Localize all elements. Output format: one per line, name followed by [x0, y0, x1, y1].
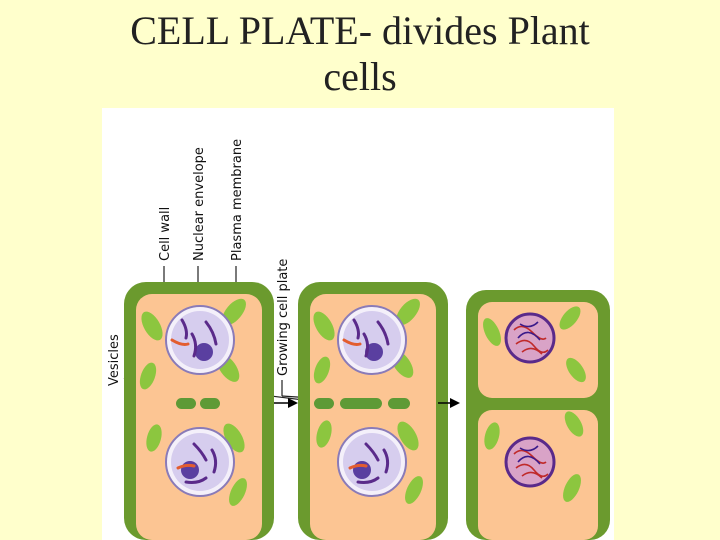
arrow-1	[274, 398, 298, 408]
cell-plate-diagram: Cell wall Nuclear envelope Plasma membra…	[107, 139, 610, 540]
chloroplasts	[483, 306, 586, 502]
label-plasma-membrane: Plasma membrane	[230, 139, 245, 261]
arrow-2	[438, 398, 460, 408]
slide-title: CELL PLATE- divides Plant cells	[0, 8, 720, 100]
title-line-2: cells	[323, 54, 397, 99]
nucleolus	[365, 343, 383, 361]
label-vesicles: Vesicles	[107, 334, 122, 386]
vesicle	[176, 398, 196, 409]
vesicle	[314, 398, 334, 409]
cell-stage-3	[466, 290, 610, 540]
label-nuclear-envelope: Nuclear envelope	[192, 147, 207, 261]
diagram-panel: Cell wall Nuclear envelope Plasma membra…	[102, 108, 614, 540]
title-line-1: CELL PLATE- divides Plant	[130, 8, 590, 53]
label-cell-wall: Cell wall	[158, 207, 173, 261]
cell-stage-1	[124, 282, 274, 540]
growing-cell-plate	[340, 398, 382, 409]
cell-stage-2	[298, 282, 448, 540]
nucleus-top	[504, 312, 556, 364]
nucleus-bottom	[504, 436, 556, 488]
label-growing-cell-plate: Growing cell plate	[276, 259, 291, 376]
chromosomes	[180, 318, 218, 358]
nucleolus	[195, 343, 213, 361]
vesicle	[200, 398, 220, 409]
vesicle	[388, 398, 410, 409]
